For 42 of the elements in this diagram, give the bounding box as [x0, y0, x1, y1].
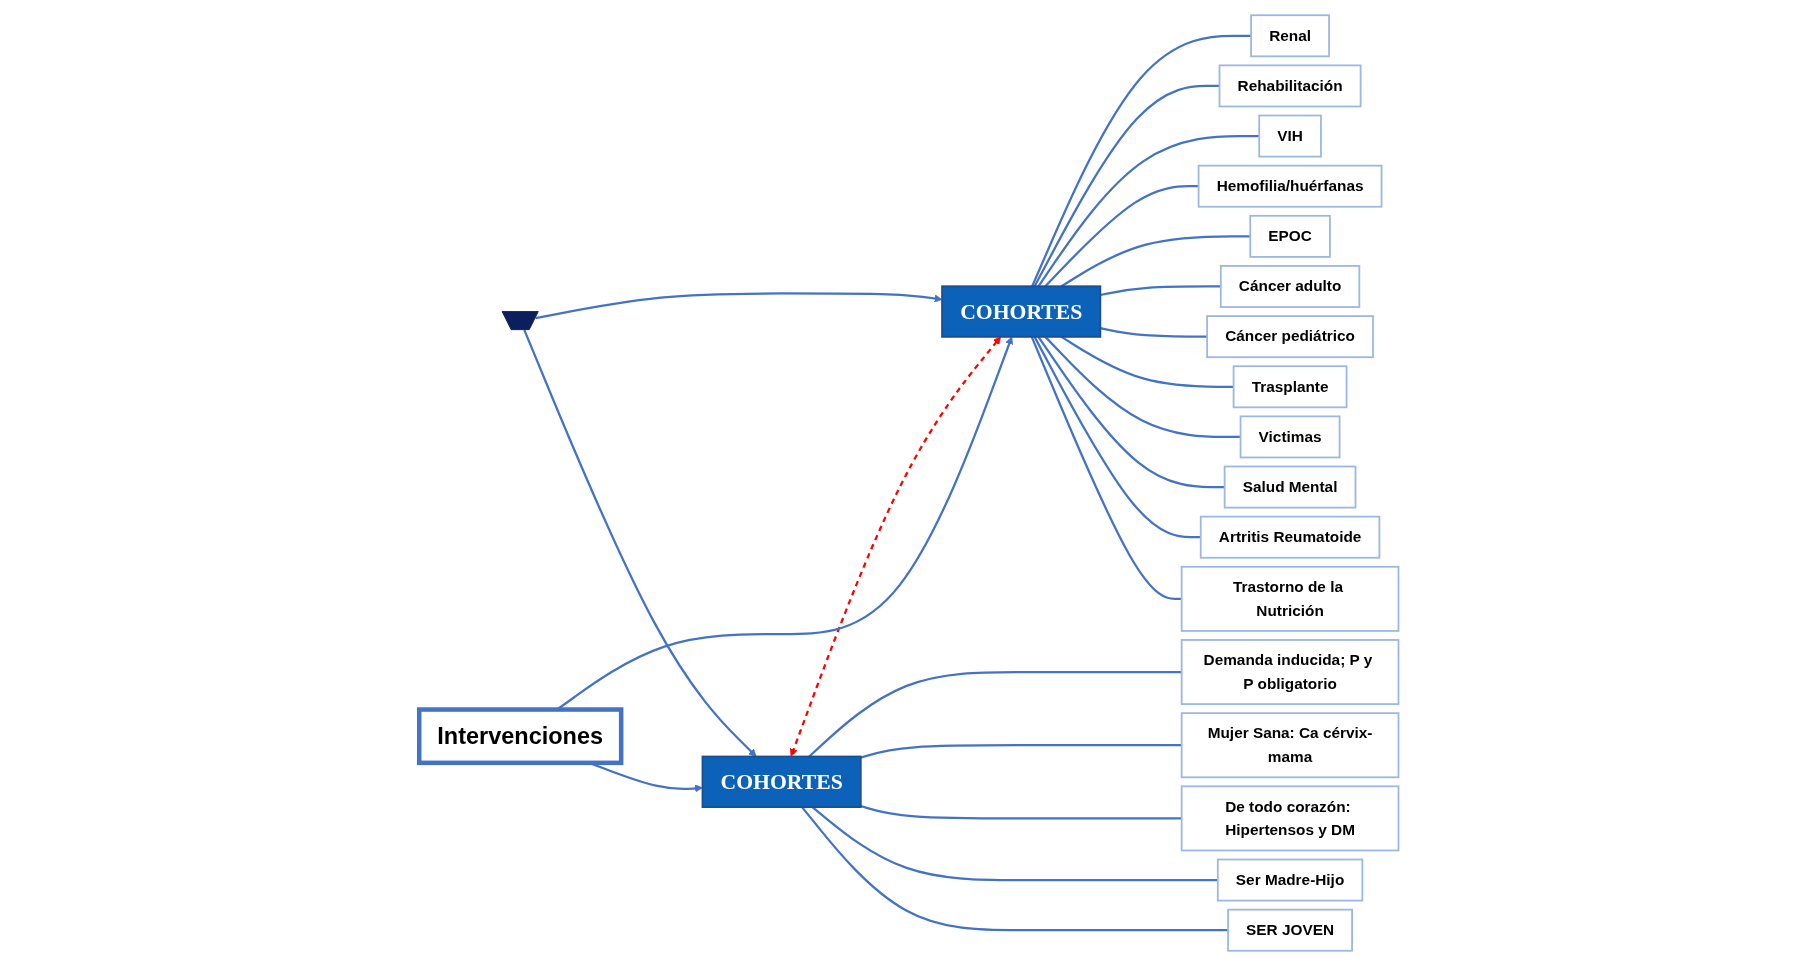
- node-box: [1232, 364, 1348, 408]
- node-box: [417, 706, 624, 765]
- connector: [801, 805, 1229, 931]
- connector: [1033, 335, 1201, 538]
- node-box: [1180, 565, 1400, 632]
- node-box: [1199, 515, 1381, 559]
- node-box: [1197, 164, 1383, 208]
- node-box: [1258, 114, 1322, 158]
- connector: [860, 804, 1182, 820]
- node-box: [1180, 711, 1400, 778]
- connector: [811, 805, 1218, 881]
- arrow: [535, 291, 943, 319]
- node-box: [701, 755, 862, 808]
- connector: [1061, 335, 1234, 388]
- connector: [808, 670, 1182, 757]
- node-box: [1217, 858, 1364, 901]
- node-box: [1218, 63, 1362, 107]
- connector: [1031, 34, 1252, 287]
- connector: [1037, 335, 1225, 488]
- connector: [860, 743, 1182, 759]
- node-box: [1249, 214, 1331, 258]
- node-box: [1180, 638, 1400, 705]
- connector: [1044, 184, 1199, 287]
- connector: [1033, 84, 1220, 287]
- node-box: [1250, 13, 1331, 57]
- connector: [1044, 335, 1241, 438]
- flowchart: COHORTES Demanda inducida; P y P obligatorio Mujer Sana: Ca cérvix-mama De todo corazón: Hipertensos y DM Ser Madre-Hijo SER JOVEN COHORTES Renal Rehabilitación VIH Hemofilia/huérfanas EPOC Cáncer adulto Cáncer pediátrico Trasplante Victimas Salud Mental Artritis Reumatoide Trastorno de la Nutrición Intervenciones: [412, 7, 1406, 958]
- arrow: [790, 336, 1002, 757]
- arrow: [523, 329, 757, 757]
- node-box: [941, 284, 1102, 338]
- node-box: [1239, 414, 1341, 458]
- connector: [1037, 134, 1260, 287]
- node-box: [1223, 465, 1357, 508]
- node-box: [1180, 784, 1400, 851]
- node-box: [1220, 264, 1361, 308]
- connector: [1100, 284, 1221, 296]
- connector: [1030, 335, 1182, 600]
- node-box: [1206, 314, 1375, 358]
- connector: [1100, 326, 1208, 338]
- connector: [1061, 234, 1251, 287]
- node-arrow: [501, 310, 539, 330]
- node-box: [1227, 908, 1354, 952]
